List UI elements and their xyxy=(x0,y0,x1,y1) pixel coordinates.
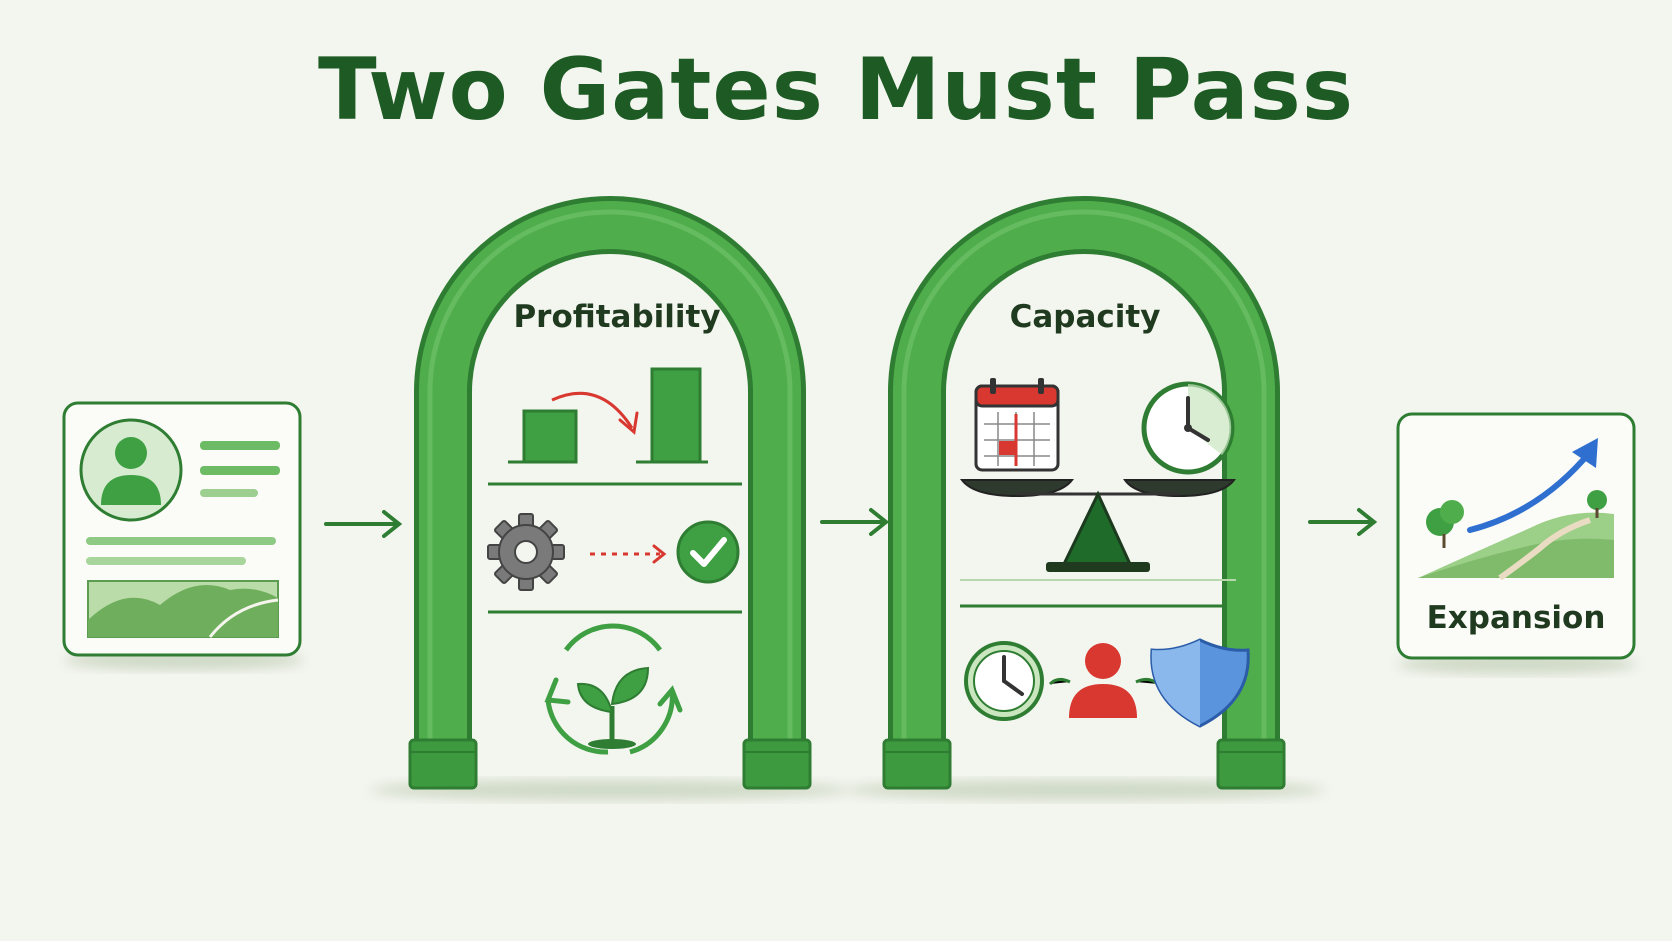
check-circle-icon xyxy=(676,520,740,584)
growth-path-icon xyxy=(1418,438,1614,581)
gate-profitability-arch xyxy=(370,196,850,800)
dotted-arrow-icon xyxy=(590,544,667,564)
sprout-cycle-icon xyxy=(544,623,683,755)
balance-scale-icon xyxy=(959,479,1237,581)
clock-icon xyxy=(1141,381,1235,475)
arrow-gate2-to-expansion xyxy=(1308,508,1378,536)
gate-capacity-arch xyxy=(845,196,1325,800)
bar-growth-icon xyxy=(508,367,708,464)
arrow-start-to-gate1 xyxy=(324,510,403,538)
person-icon xyxy=(1069,643,1137,718)
expansion-label: Expansion xyxy=(1426,600,1606,636)
small-clock-icon xyxy=(964,641,1044,721)
gate-profitability-label: Profitability xyxy=(513,299,721,335)
arrow-gate1-to-gate2 xyxy=(820,508,890,536)
gear-icon xyxy=(487,513,565,591)
gate-capacity-label: Capacity xyxy=(1009,299,1161,335)
shield-icon xyxy=(1150,638,1250,728)
profile-card-icon xyxy=(62,401,304,670)
diagram-title: Two Gates Must Pass xyxy=(317,40,1355,140)
calendar-icon xyxy=(974,378,1060,472)
connector-dashes xyxy=(1048,677,1159,686)
